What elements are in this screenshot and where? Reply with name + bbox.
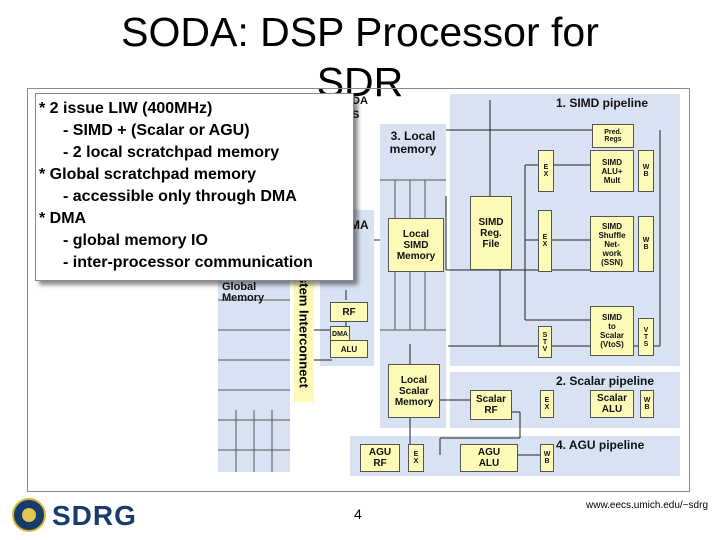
- system-interconnect-bar: stem Interconnect: [294, 262, 314, 402]
- local-simd-memory-block: Local SIMD Memory: [388, 218, 444, 272]
- wb-tag-scalar: W B: [640, 390, 654, 418]
- simd-to-scalar-block: SIMD to Scalar (VtoS): [590, 306, 634, 356]
- bullet-8: - inter-processor communication: [63, 254, 313, 271]
- bullet-2: - SIMD + (Scalar or AGU): [63, 122, 250, 139]
- sdrg-seal-icon: [12, 498, 46, 532]
- interconnect-label: stem Interconnect: [296, 276, 312, 388]
- scalar-pipeline-label: 2. Scalar pipeline: [556, 374, 655, 388]
- wb-tag-agu: W B: [540, 444, 554, 472]
- footer-url[interactable]: www.eecs.umich.edu/~sdrg: [586, 500, 709, 511]
- agu-pipeline-label: 4. AGU pipeline: [556, 438, 645, 452]
- bullet-7: - global memory IO: [63, 232, 208, 249]
- simd-pipeline-label: 1. SIMD pipeline: [556, 96, 649, 110]
- bullet-6: * DMA: [39, 210, 87, 227]
- page-number: 4: [354, 506, 362, 522]
- rf-block: RF: [330, 302, 368, 322]
- simd-reg-file-block: SIMD Reg. File: [470, 196, 512, 270]
- agu-alu-block: AGU ALU: [460, 444, 518, 472]
- feature-popup: * 2 issue LIW (400MHz) - SIMD + (Scalar …: [35, 93, 354, 281]
- ex-tag-simd-2: E X: [538, 210, 552, 272]
- partial-dma-label: DA: [352, 95, 368, 107]
- global-memory-label: Global Memory: [222, 281, 265, 304]
- scalar-alu-block: Scalar ALU: [590, 390, 634, 418]
- local-memory-label: 3. Local memory: [389, 129, 437, 156]
- sdrg-logo-text: SDRG: [52, 500, 137, 531]
- simd-alu-block: SIMD ALU+ Mult: [590, 150, 634, 192]
- alu-block: ALU: [330, 340, 368, 358]
- wb-tag-2: W B: [638, 216, 654, 272]
- simd-shuffle-block: SIMD Shuffle Net- work (SSN): [590, 216, 634, 272]
- slide-title-line1: SODA: DSP Processor for: [121, 9, 599, 55]
- bullet-4: * Global scratchpad memory: [39, 166, 256, 183]
- scalar-rf-block: Scalar RF: [470, 390, 512, 420]
- pred-regs-block: Pred. Regs: [592, 124, 634, 148]
- stv-tag: S T V: [538, 326, 552, 358]
- partial-s-label: S: [352, 109, 360, 121]
- wb-tag-1: W B: [638, 150, 654, 192]
- bullet-1: * 2 issue LIW (400MHz): [39, 100, 213, 117]
- diagram-frame: [27, 88, 690, 492]
- local-scalar-memory-block: Local Scalar Memory: [388, 364, 440, 418]
- ex-tag-scalar: E X: [540, 390, 554, 418]
- ex-tag-simd: E X: [538, 150, 554, 192]
- vts-tag: V T S: [638, 318, 654, 356]
- bullet-5: - accessible only through DMA: [63, 188, 297, 205]
- dma-region-label: MA: [350, 218, 369, 232]
- bullet-3: - 2 local scratchpad memory: [63, 144, 280, 161]
- ex-tag-agu: E X: [408, 444, 424, 472]
- agu-rf-block: AGU RF: [360, 444, 400, 472]
